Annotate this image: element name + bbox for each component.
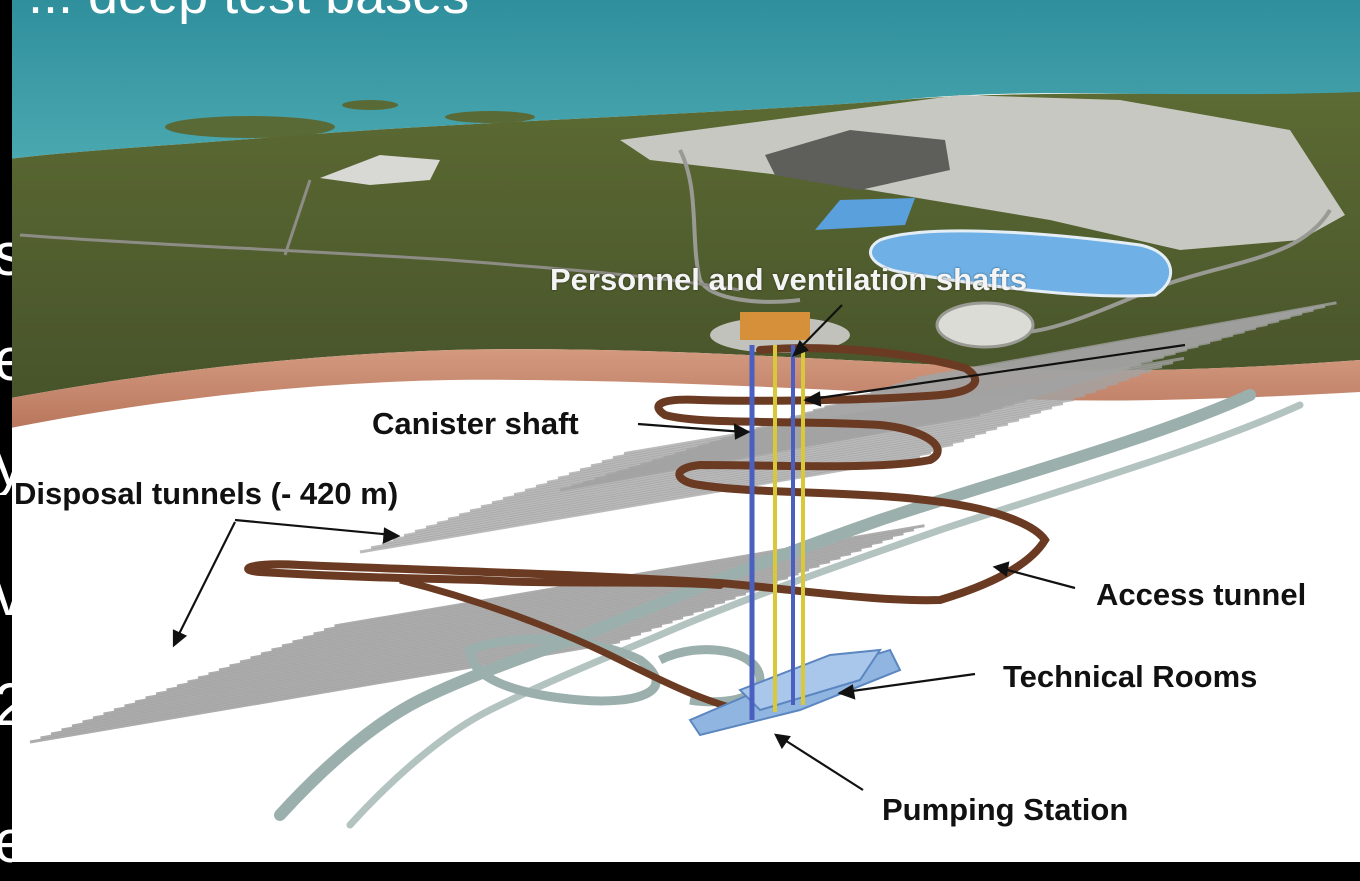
disposal-tunnel (766, 348, 1188, 427)
arrow-disposal-tunnels-1 (234, 518, 394, 537)
background-slide-fragment: 2 (0, 675, 12, 735)
disposal-tunnel (425, 430, 987, 529)
label-pumping-station: Pumping Station (882, 792, 1129, 827)
arrow-pumping-station (779, 736, 864, 791)
sea (0, 0, 1360, 160)
background-slide-fragment: s (0, 225, 12, 285)
arrow-personnel-shaft (797, 304, 843, 351)
industrial-hall (765, 130, 950, 190)
disposal-tunnel (605, 398, 1027, 478)
island (445, 111, 535, 123)
disposal-tunnel (893, 308, 1314, 388)
roundabout (935, 301, 1035, 349)
disposal-tunnel (778, 344, 1199, 424)
access-tunnel (244, 344, 1050, 605)
disposal-tunnel (617, 394, 1038, 474)
disposal-tunnel (858, 319, 1280, 398)
ventilation-pond (869, 229, 1173, 298)
label-personnel-shafts: Personnel and ventilation shafts (550, 262, 1028, 297)
label-disposal-tunnels: Disposal tunnels (- 420 m) (14, 476, 399, 511)
surface-road (678, 149, 801, 304)
disposal-tunnel (480, 410, 1042, 509)
left-frame (0, 0, 12, 876)
disposal-tunnel (663, 380, 1084, 460)
island (165, 116, 335, 138)
storage-yard (320, 155, 440, 185)
disposal-tunnel (881, 312, 1303, 391)
disposal-tunnel (392, 443, 954, 542)
background-slide-fragment: v (0, 565, 12, 625)
disposal-tunnel (628, 391, 1050, 470)
arrow-canister-shaft (637, 422, 745, 434)
disposal-tunnel (447, 422, 1009, 521)
background-slide-fragment: e (0, 330, 12, 390)
arrow-technical-rooms (844, 672, 976, 694)
disposal-tunnel (359, 455, 921, 554)
label-access-tunnel: Access tunnel (1096, 577, 1307, 612)
disposal-tunnel (686, 373, 1107, 452)
background-slide-title-fragment: ... deep test bases (28, 0, 469, 22)
arrow-disposal-tunnels-2 (175, 521, 236, 641)
background-slide-fragment: e (0, 812, 12, 872)
island (342, 100, 398, 110)
disposal-tunnel (847, 322, 1268, 402)
shaft-building (740, 312, 810, 340)
label-canister-shaft: Canister shaft (372, 406, 579, 441)
label-technical-rooms: Technical Rooms (1003, 659, 1258, 694)
background-slide-fragment: y (0, 435, 12, 495)
arrow-access-tunnel (999, 566, 1076, 590)
central-tunnel-loop (465, 634, 661, 706)
settling-pond (815, 198, 915, 230)
disposal-tunnel (697, 369, 1119, 449)
arrow-ventilation-shaft (811, 343, 1186, 401)
disposal-tunnel (403, 438, 965, 538)
surface-road (19, 233, 741, 292)
central-tunnel (274, 389, 1256, 821)
disposal-tunnel (709, 366, 1130, 445)
disposal-tunnel (916, 301, 1337, 380)
access-tunnel-branch (399, 576, 741, 714)
harbor-area (620, 95, 1345, 250)
disposal-tunnel (436, 426, 998, 525)
surface-road (283, 179, 312, 256)
disposal-tunnel (571, 409, 992, 488)
disposal-tunnel (789, 340, 1211, 420)
disposal-tunnel (904, 304, 1326, 384)
central-tunnel (346, 401, 1304, 829)
disposal-tunnel (674, 376, 1096, 456)
bottom-frame (0, 862, 1360, 876)
